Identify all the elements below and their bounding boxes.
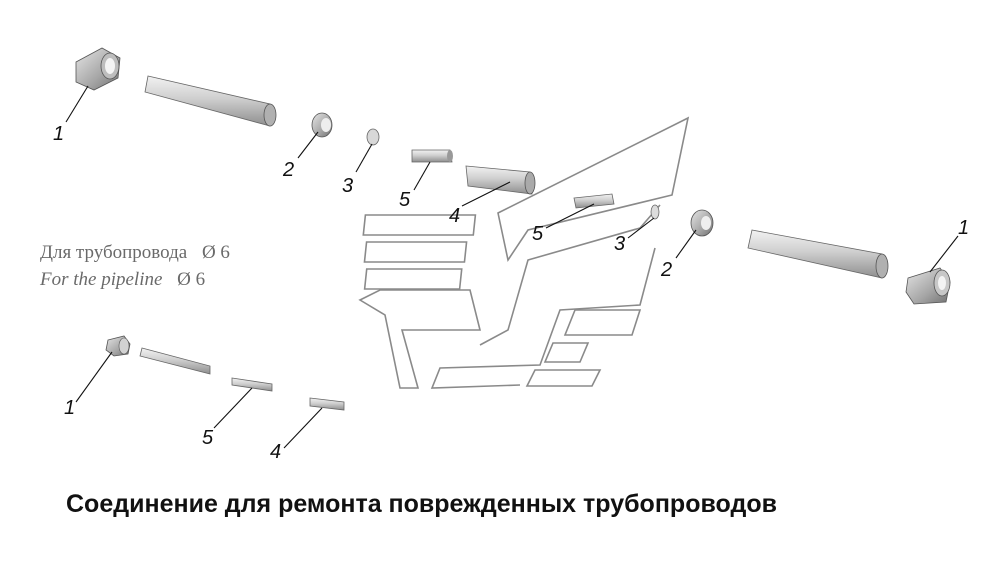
- logo-bar-6: [525, 369, 602, 387]
- logo-bar-4: [563, 309, 642, 336]
- right-assembly: [573, 193, 951, 305]
- logo-wing-low: [430, 247, 656, 389]
- diagram-caption: Соединение для ремонта поврежденных труб…: [66, 490, 777, 518]
- coupling-part-top: [465, 165, 536, 195]
- ring-part-top: [311, 112, 333, 138]
- callout-bottom-5: 5: [202, 427, 214, 449]
- logo-bar-3: [363, 268, 463, 290]
- nut-part-bottom: [105, 335, 131, 357]
- logo-wing-mid: [479, 204, 661, 346]
- sleeve-part-top: [411, 149, 453, 163]
- tube-part-bottom: [139, 347, 211, 375]
- sleeve-part-right: [573, 193, 615, 209]
- top-assembly: [75, 47, 536, 195]
- callout-top-5: 5: [399, 189, 411, 211]
- callout-labels: 1 2 3 5 4 5 3 2 1 1 5 4: [53, 123, 969, 463]
- pipeline-note: Для трубопровода Ø 6 For the pipeline Ø …: [39, 242, 230, 290]
- logo-bar-2: [363, 241, 468, 263]
- tube-part-top: [144, 75, 277, 127]
- logo-bar-1: [362, 214, 477, 236]
- callout-right-2: 2: [660, 259, 672, 281]
- washer-part-right: [650, 204, 660, 220]
- callout-bottom-1: 1: [64, 397, 75, 419]
- logo-wing-upper: [497, 116, 690, 263]
- logo-bar-5: [543, 342, 590, 363]
- note-ru: Для трубопровода Ø 6: [40, 242, 230, 263]
- bottom-assembly: [105, 335, 345, 411]
- callout-mid-5: 5: [532, 223, 544, 245]
- nut-part-right: [905, 267, 951, 305]
- logo-body: [358, 289, 482, 389]
- coupling-part-bottom: [309, 397, 345, 411]
- callout-top-4: 4: [449, 205, 460, 227]
- callout-top-left-1: 1: [53, 123, 64, 145]
- nut-part-top-left: [75, 47, 121, 91]
- leader-lines: [65, 85, 959, 449]
- watermark-logo: [358, 116, 690, 389]
- callout-right-1: 1: [958, 217, 969, 239]
- callout-top-3: 3: [342, 175, 353, 197]
- note-en: For the pipeline Ø 6: [39, 269, 205, 290]
- sleeve-part-bottom: [231, 377, 273, 392]
- washer-part-top: [366, 128, 380, 146]
- callout-top-2: 2: [282, 159, 294, 181]
- tube-part-right: [747, 229, 889, 279]
- callout-mid-3: 3: [614, 233, 625, 255]
- callout-bottom-4: 4: [270, 441, 281, 463]
- ring-part-right: [690, 209, 714, 237]
